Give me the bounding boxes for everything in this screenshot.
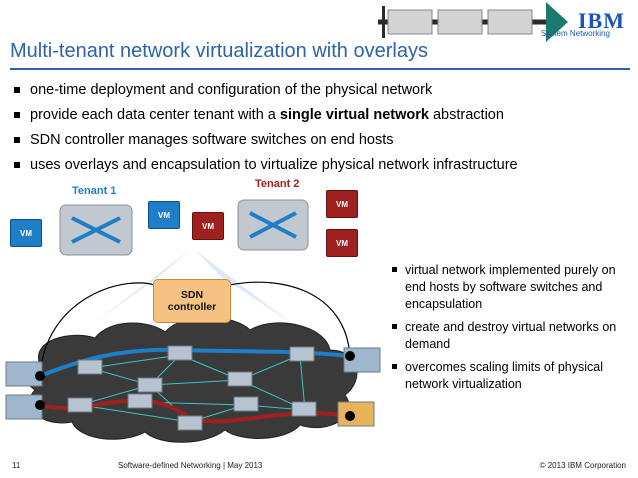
footer-copyright: © 2013 IBM Corporation: [539, 461, 626, 470]
tenant2-label: Tenant 2: [255, 178, 300, 190]
tenant1-projection: [95, 250, 190, 322]
side-bullet-item: virtual network implemented purely on en…: [392, 262, 632, 313]
virtual-switch-tenant2-icon: [237, 199, 309, 251]
slide-title: Multi-tenant network virtualization with…: [10, 40, 428, 62]
bullet-emphasis: single virtual network: [279, 107, 429, 123]
vm-tenant1-left: VM: [10, 219, 42, 247]
physical-switches: [67, 345, 317, 431]
vm-tenant2-left: VM: [192, 212, 224, 240]
controller-line1: SDN: [180, 289, 204, 301]
virtual-switch-tenant1-icon: [59, 204, 133, 256]
side-bullet-item: overcomes scaling limits of physical net…: [392, 359, 632, 393]
footer-center-text: Software-defined Networking | May 2013: [118, 461, 263, 470]
network-diagram: [5, 199, 381, 443]
header-graphic: [378, 2, 568, 42]
overlay-endpoints: [35, 351, 355, 421]
bullet-item: one-time deployment and configuration of…: [14, 80, 518, 105]
title-rule: [10, 68, 630, 70]
side-bullet-list: virtual network implemented purely on en…: [392, 262, 632, 399]
bullet-item: provide each data center tenant with a s…: [14, 105, 518, 130]
ibm-subtitle: System Networking: [541, 29, 610, 38]
bullet-item: SDN controller manages software switches…: [14, 130, 518, 155]
vm-tenant2-top: VM: [326, 190, 358, 218]
bullet-item: uses overlays and encapsulation to virtu…: [14, 155, 518, 180]
page-number: 11: [12, 461, 21, 470]
tenant2-projection: [195, 250, 290, 322]
side-bullet-item: create and destroy virtual networks on d…: [392, 319, 632, 353]
controller-line2: controller: [167, 301, 217, 313]
main-bullet-list: one-time deployment and configuration of…: [14, 80, 518, 180]
vm-tenant1-right: VM: [148, 201, 180, 229]
tenant1-label: Tenant 1: [72, 185, 117, 197]
vm-tenant2-bottom: VM: [326, 229, 358, 257]
ibm-logo: IBM: [578, 8, 625, 33]
sdn-controller: SDN controller: [153, 279, 231, 323]
control-channel-right: [229, 281, 351, 357]
control-channel-left: [39, 282, 156, 377]
